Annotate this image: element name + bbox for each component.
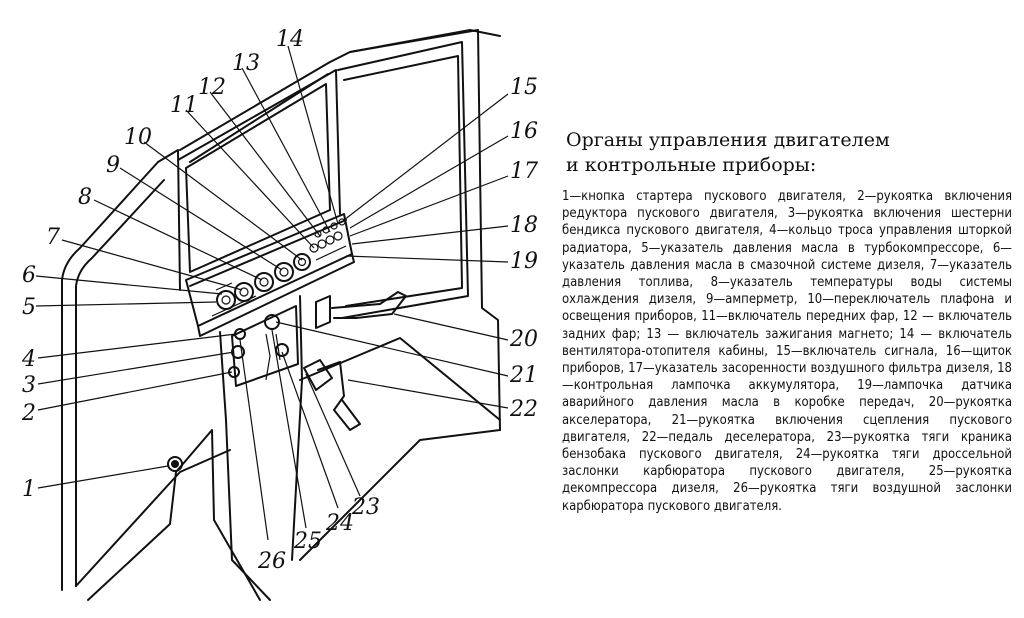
pedal-base xyxy=(303,359,333,391)
cab-controls-drawing: 1 2 3 4 5 6 7 8 9 10 11 12 13 14 15 16 1… xyxy=(21,27,538,601)
instrument-panel xyxy=(185,213,353,327)
cab-left-wall-inner xyxy=(75,179,165,587)
gauges-row xyxy=(216,253,311,310)
callout-17: 17 xyxy=(510,159,538,184)
callout-leaders xyxy=(35,45,509,541)
console-plate xyxy=(231,305,299,387)
accelerator-lever xyxy=(315,291,407,329)
callout-2: 2 xyxy=(21,401,36,426)
callout-21: 21 xyxy=(509,363,538,388)
callout-3: 3 xyxy=(22,373,36,398)
callout-12: 12 xyxy=(198,75,226,100)
instrument-panel-face xyxy=(189,219,347,287)
caption-title-line-1: Органы управления двигателем xyxy=(566,129,890,151)
callout-15: 15 xyxy=(510,75,538,100)
callout-13: 13 xyxy=(232,51,260,76)
windshield-frame xyxy=(185,83,331,273)
caption-title-line-2: и контрольные приборы: xyxy=(566,154,817,176)
callout-8: 8 xyxy=(78,185,92,210)
callout-22: 22 xyxy=(509,397,538,422)
callout-20: 20 xyxy=(509,327,538,352)
starter-button xyxy=(167,456,183,472)
callout-5: 5 xyxy=(22,295,36,320)
callout-4: 4 xyxy=(21,347,36,372)
callout-24: 24 xyxy=(325,511,354,536)
callout-26: 26 xyxy=(257,549,286,574)
right-door-window xyxy=(337,41,469,319)
callout-1: 1 xyxy=(22,477,36,502)
callout-18: 18 xyxy=(510,213,538,238)
callout-10: 10 xyxy=(124,125,152,150)
cab-floor xyxy=(299,337,501,561)
caption-legend-text: 1—кнопка стартера пускового двигателя, 2… xyxy=(562,189,1012,514)
callout-14: 14 xyxy=(276,27,304,52)
caption-title: Органы управления двигателем и контрольн… xyxy=(566,128,1012,178)
callout-7: 7 xyxy=(46,225,60,250)
floor-left xyxy=(75,429,261,601)
decelerator-pedal xyxy=(317,361,361,431)
callout-19: 19 xyxy=(510,249,538,274)
right-door-inner xyxy=(343,55,463,307)
callout-numbers: 1 2 3 4 5 6 7 8 9 10 11 12 13 14 15 16 1… xyxy=(21,27,538,574)
callout-16: 16 xyxy=(510,119,538,144)
right-door-frame xyxy=(349,29,501,431)
callout-11: 11 xyxy=(170,93,198,118)
instrument-panel-bottom xyxy=(197,253,355,337)
callout-25: 25 xyxy=(293,529,322,554)
windshield-frame-outer xyxy=(177,69,341,215)
callout-23: 23 xyxy=(351,495,380,520)
figure-caption: Органы управления двигателем и контрольн… xyxy=(562,128,1012,515)
switches-block xyxy=(211,218,347,317)
callout-9: 9 xyxy=(106,153,120,178)
callout-6: 6 xyxy=(22,263,36,288)
